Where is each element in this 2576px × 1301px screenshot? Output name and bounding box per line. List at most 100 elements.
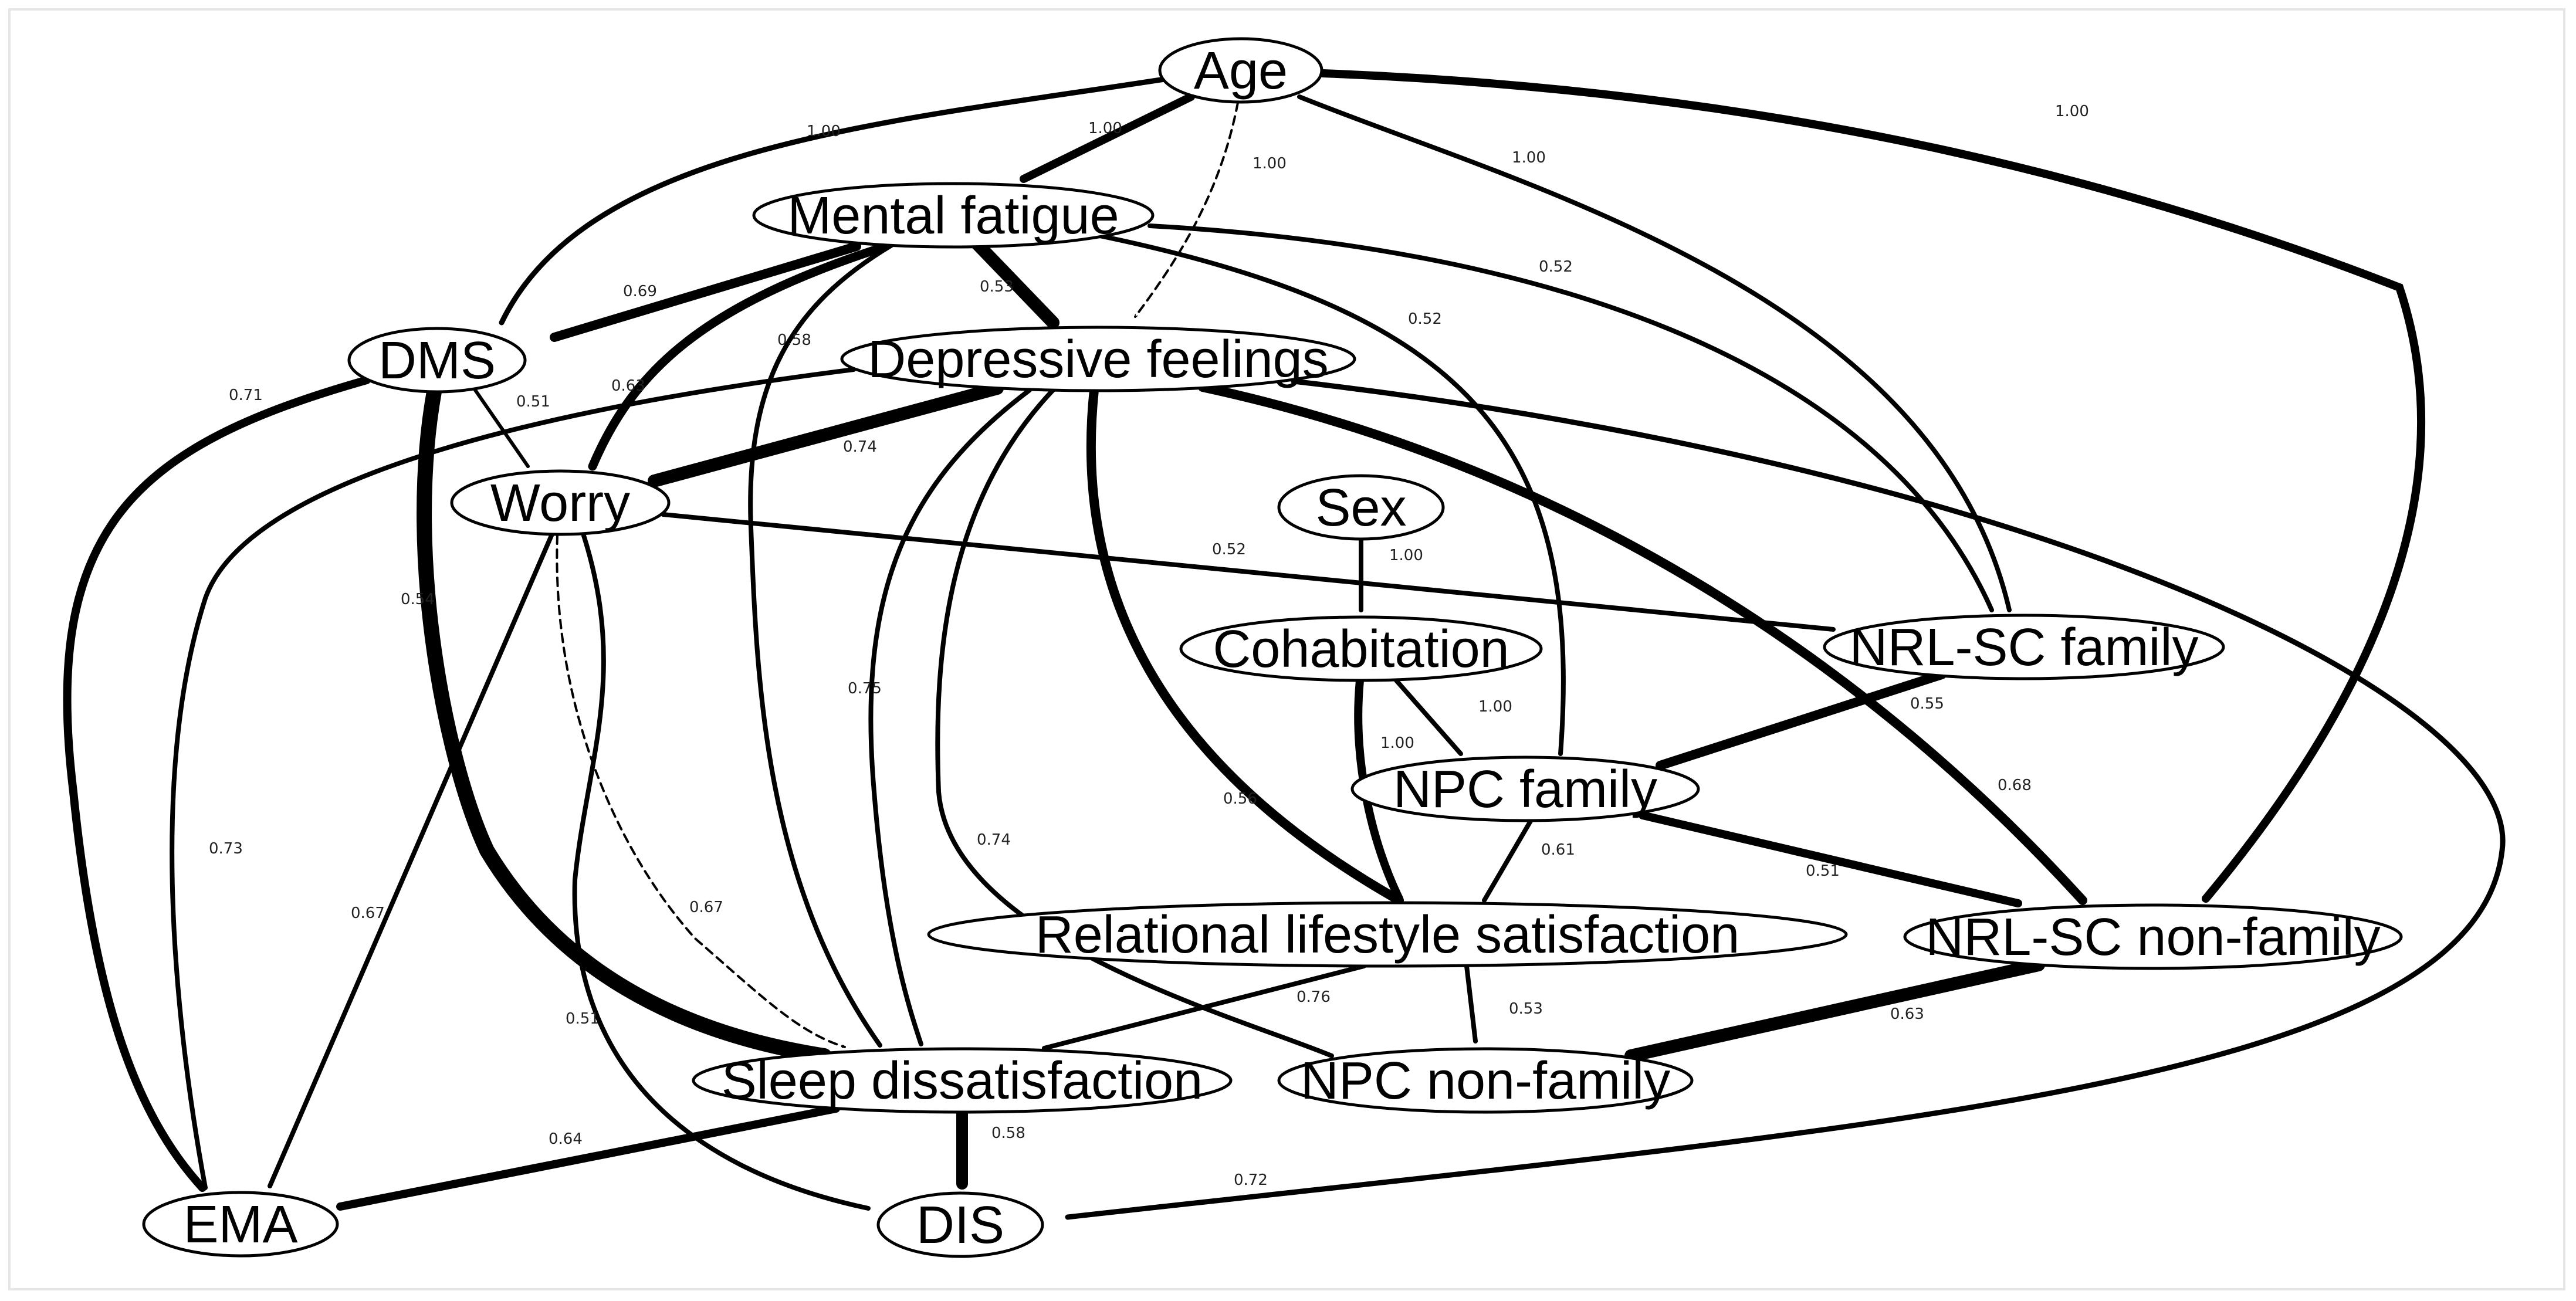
node-npc-family: NPC family [1350, 755, 1700, 822]
edge-worry-to-ema [268, 533, 554, 1188]
node-age-label: Age [1194, 42, 1288, 100]
edge-weight-depressive-feelings-to-sleep-dissatisfaction: 0.75 [848, 680, 882, 697]
edge-weight-sleep-dissatisfaction-to-ema: 0.64 [549, 1130, 583, 1148]
edge-weight-age-to-mental-fatigue: 1.00 [1088, 120, 1122, 137]
node-cohabitation-label: Cohabitation [1213, 620, 1509, 679]
edge-depressive-feelings-to-dis [1065, 378, 2506, 1220]
node-ema: EMA [142, 1191, 339, 1258]
edge-weight-mental-fatigue-to-worry: 0.63 [611, 377, 645, 395]
edge-mental-fatigue-to-worry [588, 242, 891, 471]
edge-weight-age-to-depressive-feelings: 1.00 [1253, 155, 1287, 172]
edge-mental-fatigue-to-dms [550, 242, 861, 342]
edge-weight-depressive-feelings-to-dis: 0.72 [1234, 1171, 1268, 1189]
edge-depressive-feelings-to-sleep-dissatisfaction [868, 388, 1032, 1046]
edges-layer [63, 69, 2506, 1220]
edge-weight-age-to-nrl-sc-family: 1.00 [1512, 149, 1546, 167]
node-relational-lifestyle: Relational lifestyle satisfaction [927, 901, 1848, 968]
edge-weight-nrl-sc-nonfamily-to-npc-nonfamily: 0.63 [1890, 1005, 1924, 1023]
edge-weight-npc-family-to-nrl-sc-nonfamily: 0.51 [1806, 862, 1840, 880]
edge-weight-depressive-feelings-to-relational-lifestyle: 0.56 [1223, 790, 1257, 808]
edge-age-to-mental-fatigue [1020, 93, 1195, 183]
edge-weight-depressive-feelings-to-ema: 0.73 [209, 840, 243, 858]
node-cohabitation-ellipse [1179, 615, 1543, 682]
node-npc-nonfamily: NPC non-family [1277, 1047, 1694, 1114]
node-nrl-sc-family-label: NRL-SC family [1849, 618, 2198, 677]
edge-npc-family-to-relational-lifestyle [1482, 818, 1534, 903]
edge-weight-labels: 1.00 1.00 1.00 1.00 1.00 0.69 0.53 0.63 0.58 0.52… [209, 103, 2089, 1189]
node-dis-label: DIS [916, 1196, 1004, 1255]
edge-age-to-depressive-feelings [1134, 101, 1239, 318]
node-sex: Sex [1277, 474, 1445, 541]
edge-weight-worry-to-dis: 0.51 [566, 1010, 600, 1028]
edge-weight-dms-to-sleep-dissatisfaction: 0.54 [401, 591, 435, 608]
edge-weight-mental-fatigue-to-dms: 0.69 [623, 283, 657, 300]
node-cohabitation: Cohabitation [1179, 615, 1543, 682]
edge-depressive-feelings-to-relational-lifestyle [1086, 385, 1404, 905]
edge-weight-dms-to-worry: 0.51 [516, 393, 550, 411]
edge-weight-worry-to-sleep-dissatisfaction: 0.67 [689, 899, 723, 916]
edge-depressive-feelings-to-nrl-sc-nonfamily [1198, 382, 2087, 905]
edge-weight-sleep-dissatisfaction-to-dis: 0.58 [991, 1124, 1025, 1142]
edge-age-to-nrl-sc-nonfamily [1319, 69, 2426, 903]
node-worry: Worry [450, 469, 671, 536]
node-age-ellipse [1158, 37, 1323, 104]
node-dms-ellipse [347, 327, 527, 394]
edge-weight-depressive-feelings-to-nrl-sc-nonfamily: 0.68 [1998, 777, 2032, 794]
node-age: Age [1158, 37, 1323, 104]
edge-weight-mental-fatigue-to-npc-family: 0.52 [1408, 310, 1442, 328]
edge-weight-depressive-feelings-to-npc-nonfamily: 0.74 [977, 831, 1011, 849]
edge-age-to-nrl-sc-family [1297, 94, 2012, 612]
node-ema-ellipse [142, 1191, 339, 1258]
edge-weight-relational-lifestyle-to-sleep-dissatisfaction: 0.76 [1297, 988, 1331, 1006]
node-dms: DMS [347, 327, 527, 394]
node-mental-fatigue: Mental fatigue [752, 182, 1155, 249]
edge-weight-mental-fatigue-to-depressive-feelings: 0.53 [980, 278, 1014, 296]
edge-mental-fatigue-to-sleep-dissatisfaction [748, 243, 894, 1048]
edge-weight-cohabitation-to-npc-family: 1.00 [1478, 698, 1512, 716]
node-ema-label: EMA [183, 1195, 297, 1254]
edge-worry-to-nrl-sc-family [661, 512, 1836, 632]
node-depressive-feelings-label: Depressive feelings [868, 330, 1328, 389]
edge-depressive-feelings-to-ema [170, 367, 856, 1190]
node-nrl-sc-family: NRL-SC family [1823, 614, 2225, 680]
edge-age-to-dms [499, 76, 1167, 326]
edge-sleep-dissatisfaction-to-ema [336, 1105, 840, 1211]
node-dms-label: DMS [378, 331, 496, 390]
node-sex-ellipse [1277, 474, 1445, 541]
edge-weight-mental-fatigue-to-nrl-sc-family: 0.52 [1539, 258, 1573, 276]
edge-npc-family-to-nrl-sc-nonfamily [1639, 811, 2022, 907]
edge-weight-age-to-nrl-sc-nonfamily: 1.00 [2055, 103, 2089, 120]
edge-worry-to-sleep-dissatisfaction [556, 534, 846, 1048]
node-nrl-sc-nonfamily: NRL-SC non-family [1903, 903, 2403, 970]
edge-weight-mental-fatigue-to-sleep-dissatisfaction: 0.58 [777, 331, 811, 349]
edge-weight-worry-to-nrl-sc-family: 0.52 [1212, 541, 1246, 558]
edge-weight-nrl-sc-family-to-npc-family: 0.55 [1910, 695, 1944, 713]
node-sleep-dissatisfaction-label: Sleep dissatisfaction [722, 1052, 1203, 1110]
edge-weight-depressive-feelings-to-worry: 0.74 [843, 438, 877, 456]
edge-relational-lifestyle-to-sleep-dissatisfaction [1042, 964, 1366, 1051]
node-sleep-dissatisfaction: Sleep dissatisfaction [692, 1047, 1233, 1114]
node-npc-family-ellipse [1350, 755, 1700, 822]
node-nrl-sc-nonfamily-ellipse [1903, 903, 2403, 970]
node-relational-lifestyle-label: Relational lifestyle satisfaction [1035, 906, 1740, 964]
edge-dms-to-ema [63, 376, 371, 1192]
edge-weight-npc-family-to-relational-lifestyle: 0.61 [1541, 841, 1575, 859]
edge-dms-to-sleep-dissatisfaction [417, 384, 832, 1063]
node-npc-nonfamily-ellipse [1277, 1047, 1694, 1114]
node-depressive-feelings: Depressive feelings [840, 326, 1356, 392]
node-npc-family-label: NPC family [1393, 760, 1657, 819]
edge-cohabitation-to-npc-family [1394, 678, 1463, 756]
edge-weight-age-to-dms: 1.00 [807, 123, 841, 140]
edge-dms-to-worry [473, 388, 530, 468]
edge-weight-dms-to-ema: 0.71 [229, 387, 263, 404]
node-nrl-sc-nonfamily-label: NRL-SC non-family [1925, 908, 2380, 967]
node-relational-lifestyle-ellipse [927, 901, 1848, 968]
edge-weight-sex-to-cohabitation: 1.00 [1389, 547, 1423, 564]
node-sleep-dissatisfaction-ellipse [692, 1047, 1233, 1114]
edge-weight-cohabitation-to-relational-lifestyle: 1.00 [1380, 734, 1414, 752]
node-depressive-feelings-ellipse [840, 326, 1356, 392]
edge-weight-worry-to-ema: 0.67 [351, 904, 385, 922]
node-dis-ellipse [876, 1191, 1044, 1258]
